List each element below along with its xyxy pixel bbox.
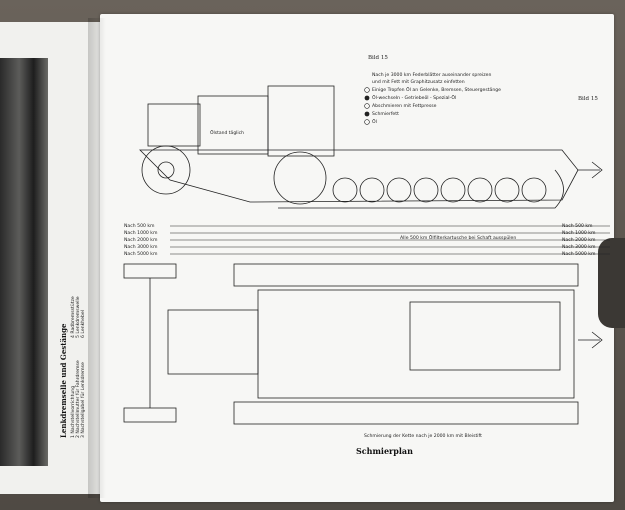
tow-hook (578, 161, 603, 179)
schedule-label-right: Nach 1000 km (562, 230, 596, 236)
road-wheel-4 (413, 177, 439, 203)
legend-line: Öl-wechseln - Getriebeöl - Spezial-Öl (372, 94, 456, 101)
legend-line: Öl (372, 118, 377, 125)
left-caption-item: 3 Nachstellgabel für Lenkdremse (80, 362, 86, 438)
drive-sprocket (273, 151, 327, 205)
note-drain: Alle 500 km Ölfilterkartusche bei Schaft… (400, 234, 516, 241)
legend-line: Abschmieren mit Fettpresse (372, 103, 437, 109)
diagram-title: Schmierplan (356, 446, 413, 456)
engine-block-outline (197, 95, 269, 155)
front-wheel (141, 145, 191, 195)
legend-symbol-open (364, 119, 370, 125)
schedule-label-right: Nach 5000 km (562, 251, 596, 257)
book-binding-shadow (88, 18, 106, 498)
road-wheel-5 (440, 177, 466, 203)
schedule-labels: Nach 500 km Nach 1000 km Nach 2000 km Na… (124, 223, 596, 257)
track-outline (278, 169, 564, 209)
left-caption: Lenkdremselle und Gestänge 1 Nachstellvo… (52, 188, 98, 448)
legend-symbol-ring (364, 103, 370, 109)
body-plan (409, 301, 561, 371)
schedule-label: Nach 3000 km (124, 244, 158, 250)
left-caption-item: 2 Nachstellmutter für Fahrdremse (75, 360, 81, 438)
road-wheel-8 (521, 177, 547, 203)
legend-line: Nach je 3000 km Federblätter auseinander… (372, 72, 491, 78)
plate-label-right: Bild 15 (578, 96, 598, 102)
note-top: Ölstand täglich (210, 129, 244, 136)
road-wheel-1 (332, 177, 358, 203)
chassis-plan (257, 289, 575, 399)
road-wheel-2 (359, 177, 385, 203)
upper-track-plan (233, 263, 579, 287)
tow-hook-plan (578, 331, 603, 349)
road-wheel-6 (467, 177, 493, 203)
lower-track-plan (233, 401, 579, 425)
schedule-label: Nach 2000 km (124, 237, 158, 243)
legend-symbol-circle (364, 87, 370, 93)
left-caption-item: 1 Nachstellvorrichtung (70, 386, 76, 438)
cab-outline (267, 85, 335, 157)
schedule-label-right: Nach 500 km (562, 223, 593, 229)
plate-label: Bild 15 (368, 55, 388, 61)
page-weight-object (598, 238, 625, 328)
schedule-label: Nach 1000 km (124, 230, 158, 236)
legend-line: Schmierfett (372, 111, 399, 117)
legend-symbol-dot (364, 111, 370, 117)
left-caption-item: 5 Lenkdremswelle (75, 296, 81, 338)
engine-photo (0, 58, 48, 466)
schedule-label-right: Nach 2000 km (562, 237, 596, 243)
left-caption-item: 6 Lenkhebel (80, 310, 86, 338)
road-wheel-3 (386, 177, 412, 203)
left-caption-item: 4 Radbremsstütze (70, 296, 76, 338)
plan-view-drawing (123, 263, 603, 425)
chain-note: Schmierung der Kette nach je 2000 km mit… (364, 433, 482, 439)
front-wheel-right-plan (123, 407, 177, 423)
schedule-lines (170, 225, 610, 255)
legend-symbol-half (364, 95, 370, 101)
legend: Nach je 3000 km Federblätter auseinander… (364, 72, 501, 125)
engine-plan (167, 309, 259, 375)
left-caption-title: Lenkdremselle und Gestänge (59, 323, 68, 438)
road-wheel-7 (494, 177, 520, 203)
side-view-drawing (139, 85, 603, 209)
body-frame-outline (139, 149, 579, 203)
front-hub (157, 161, 175, 179)
lubrication-blueprint: Bild 15 Bild 15 Nach je 3000 km Federblä… (123, 55, 610, 456)
front-wheel-left-plan (123, 263, 177, 279)
left-page: Lenkdremselle und Gestänge 1 Nachstellvo… (0, 22, 101, 494)
schedule-label-right: Nach 3000 km (562, 244, 596, 250)
legend-line: und mit Fett mit Graphitzusatz einfetten (372, 79, 465, 85)
schedule-label: Nach 5000 km (124, 251, 158, 257)
right-page (100, 14, 614, 502)
schedule-label: Nach 500 km (124, 223, 155, 229)
radiator-outline (147, 103, 201, 147)
legend-line: Einige Tropfen Öl an Gelenke, Bremsen, S… (372, 86, 501, 93)
